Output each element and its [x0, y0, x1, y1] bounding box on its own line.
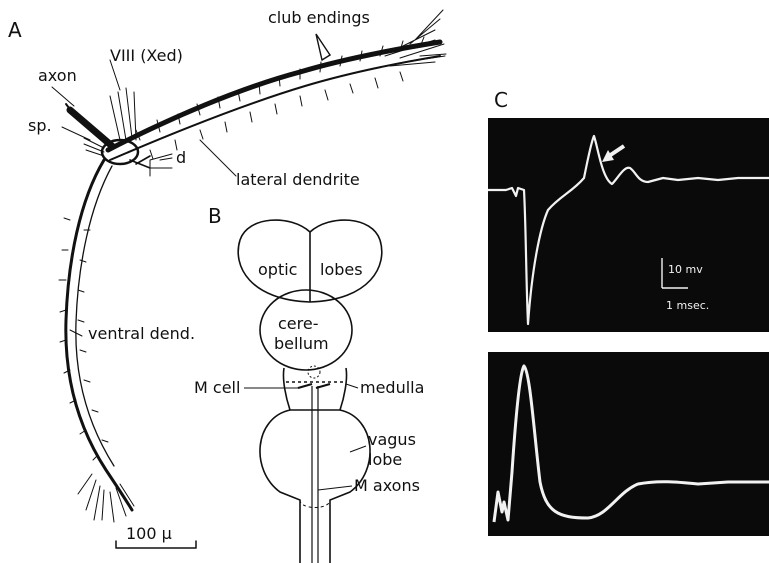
lateral-dendrite-label: lateral dendrite	[236, 172, 360, 188]
upper-trace	[488, 118, 769, 332]
medulla-label: medulla	[360, 380, 424, 396]
ventral-dend-label: ventral dend.	[88, 326, 195, 342]
vagus-label: vagus	[368, 432, 416, 448]
lower-trace	[488, 352, 769, 536]
club-endings-label: club endings	[268, 10, 370, 26]
panel-a-letter: A	[8, 20, 22, 40]
m-cell-label: M cell	[194, 380, 240, 396]
scale-mv-label: 10 mv	[668, 264, 703, 275]
optic-label: optic	[258, 262, 297, 278]
lobe-label: lobe	[368, 452, 402, 468]
scale-bar-label: 100 μ	[126, 526, 172, 542]
axon-label: axon	[38, 68, 77, 84]
d-label: d	[176, 150, 186, 166]
viii-label: VIII (Xed)	[110, 48, 183, 64]
cerebellum-top-label: cere-	[278, 316, 318, 332]
panel-c-letter: C	[494, 90, 508, 110]
lower-trace-panel	[488, 352, 769, 536]
m-axons-label: M axons	[354, 478, 420, 494]
sp-label: sp.	[28, 118, 52, 134]
cerebellum-bottom-label: bellum	[274, 336, 329, 352]
scale-ms-label: 1 msec.	[666, 300, 709, 311]
upper-trace-panel: 10 mv 1 msec.	[488, 118, 769, 332]
panel-b-letter: B	[208, 206, 222, 226]
lobes-label: lobes	[320, 262, 363, 278]
